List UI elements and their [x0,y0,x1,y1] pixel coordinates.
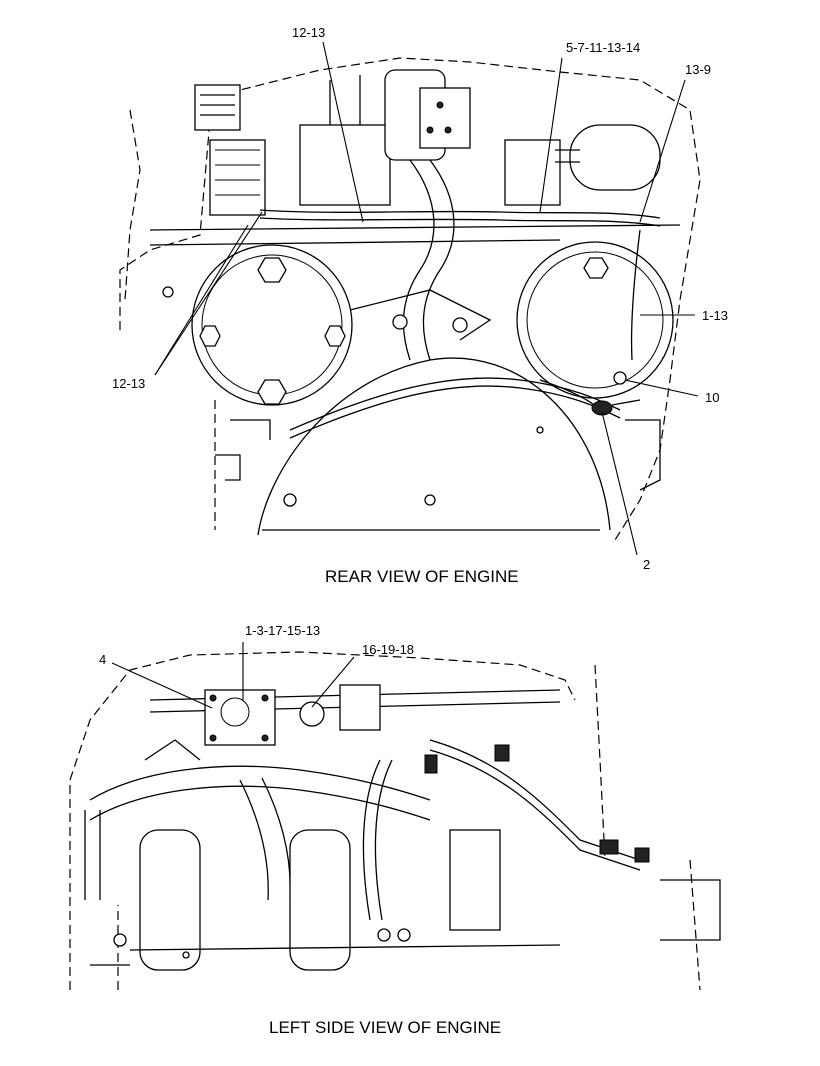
callout-10: 10 [705,390,719,405]
rear-view-caption: REAR VIEW OF ENGINE [325,567,519,586]
left-side-callouts: 1-3-17-15-13 16-19-18 4 [99,623,414,667]
left-side-leaders [111,642,355,709]
callout-4: 4 [99,652,106,667]
callout-13-9: 13-9 [685,62,711,77]
left-side-view-drawing [69,651,721,991]
rear-view-leaders [154,41,699,556]
rear-view-callouts: 12-13 5-7-11-13-14 13-9 1-13 10 2 12-13 [112,25,728,572]
callout-5-7-11-13-14: 5-7-11-13-14 [566,40,640,55]
callout-12-13-left: 12-13 [112,376,145,391]
callout-16-19-18: 16-19-18 [362,642,414,657]
callout-12-13-top: 12-13 [292,25,325,40]
rear-view-drawing [119,57,701,541]
callout-2: 2 [643,557,650,572]
callout-1-13: 1-13 [702,308,728,323]
callout-1-3-17-15-13: 1-3-17-15-13 [245,623,320,638]
left-side-view-caption: LEFT SIDE VIEW OF ENGINE [269,1018,501,1037]
